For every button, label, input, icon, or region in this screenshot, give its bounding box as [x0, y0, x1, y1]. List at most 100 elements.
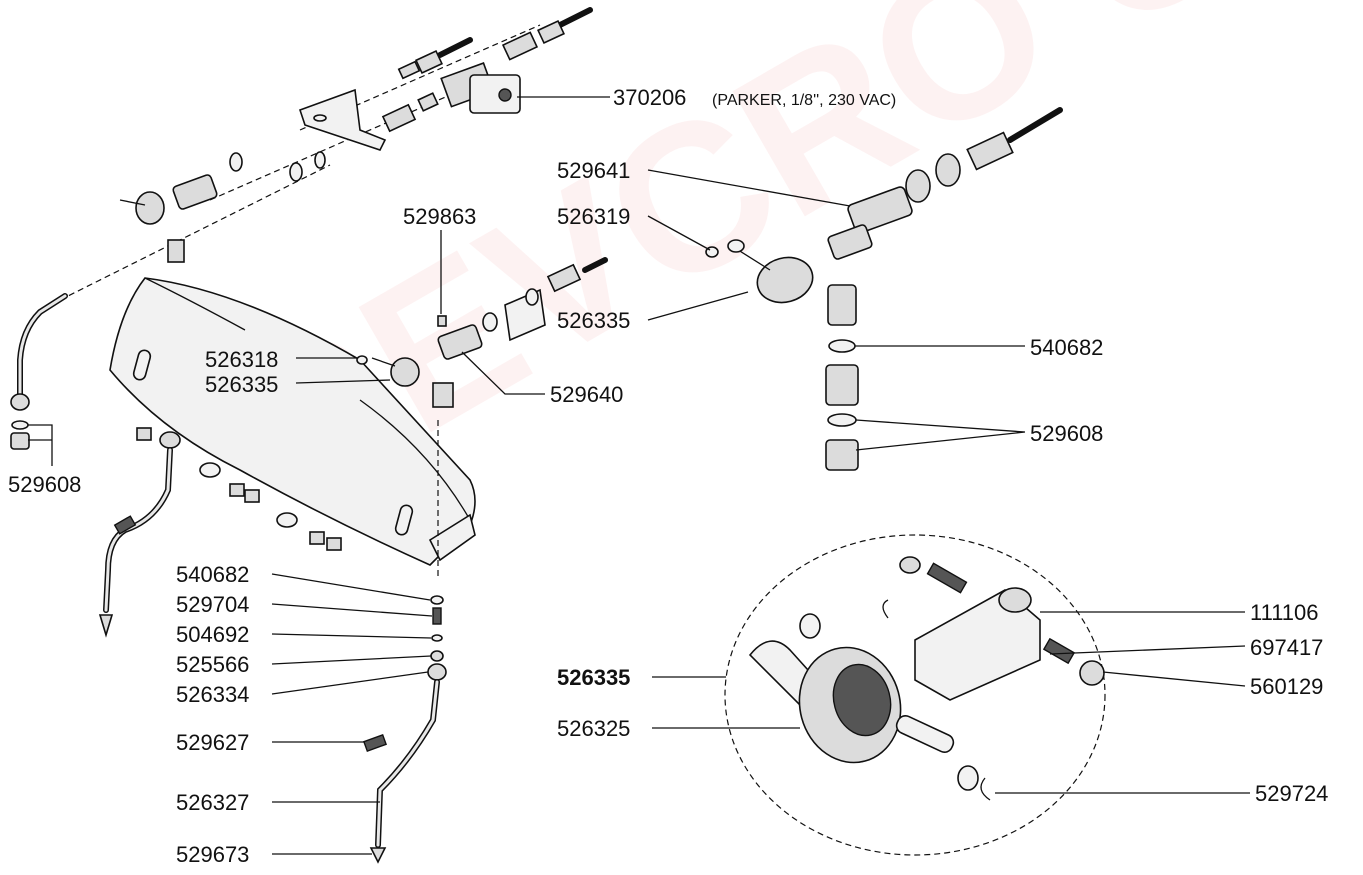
leader-lines: [28, 96, 1250, 855]
label-111106: 111106: [1250, 600, 1319, 625]
part-labels: 370206 (PARKER, 1/8'', 230 VAC) 529641 5…: [8, 85, 1328, 867]
label-540682-right: 540682: [1030, 335, 1103, 360]
label-529724: 529724: [1255, 781, 1328, 806]
leader-697417: [1049, 645, 1246, 655]
label-529608-left: 529608: [8, 472, 81, 497]
label-526335-right: 526335: [557, 308, 630, 333]
washer-540682-right: [828, 339, 856, 353]
nut-top-1: [397, 60, 421, 80]
grommet-b: [276, 512, 298, 528]
nut-top-6: [417, 92, 439, 112]
leader-529608-left: [28, 424, 53, 466]
fitting-top-3: [501, 31, 539, 61]
cover-slot-left: [132, 349, 152, 381]
detail-spring-697417: [1042, 637, 1076, 665]
nut-center-top: [546, 263, 582, 293]
cover-slot-right: [394, 504, 414, 536]
grip-left-lower: [113, 515, 137, 535]
detail-cap-top: [899, 556, 921, 574]
grommet-a: [199, 462, 221, 478]
label-529673: 529673: [176, 842, 249, 867]
label-526335-detail: 526335: [557, 665, 630, 690]
cover-panel-icon: [109, 277, 476, 566]
wand-526327: [375, 679, 440, 848]
grip-529627: [362, 733, 388, 753]
label-697417: 697417: [1250, 635, 1323, 660]
spring-529704: [432, 607, 442, 625]
detail-washer-top: [799, 613, 821, 639]
washer-right-2: [905, 169, 931, 203]
nut-right-lower: [825, 364, 859, 406]
nut-c: [244, 489, 260, 503]
nut-d: [309, 531, 325, 545]
leader-529640: [461, 351, 545, 395]
cover-body: [109, 277, 476, 566]
leader-526335-right: [647, 291, 749, 321]
leader-526335-left: [295, 379, 391, 384]
wand-left-lower-top: [159, 431, 181, 449]
label-526318: 526318: [205, 347, 278, 372]
label-526325: 526325: [557, 716, 630, 741]
fitting-top-5: [381, 103, 417, 133]
leader-526334: [271, 671, 429, 695]
tap-body-left: [172, 174, 218, 210]
nut-e: [326, 537, 342, 551]
wand-left-lower: [103, 447, 173, 613]
leader-529704: [271, 603, 433, 617]
detail-knob-face: [832, 663, 892, 737]
cover-edge-inner: [359, 399, 471, 521]
detail-clip-529724: [980, 777, 991, 801]
washer-526318: [356, 355, 368, 365]
label-529863: 529863: [403, 204, 476, 229]
label-529608-right: 529608: [1030, 421, 1103, 446]
wand-tip-left: [10, 393, 30, 411]
detail-clip-top: [882, 599, 889, 619]
lever-ball-right: [727, 239, 745, 253]
axis-line-mid: [209, 94, 451, 201]
label-526319: 526319: [557, 204, 630, 229]
tube-top-right-1: [557, 7, 593, 28]
washer-top-3: [289, 162, 303, 182]
valve-coil: [469, 74, 521, 114]
washer-504692: [431, 634, 443, 642]
washer-center-2: [525, 288, 539, 306]
tap-knob-left: [135, 191, 165, 225]
cover-edge-top: [144, 277, 246, 331]
coupling-right: [827, 284, 857, 326]
label-540682-bottom: 540682: [176, 562, 249, 587]
detail-washer-bottom: [957, 765, 979, 791]
cover-tab: [428, 513, 476, 562]
washer-top-2: [229, 152, 243, 172]
valve-terminal: [498, 88, 512, 102]
leader-529641: [647, 169, 851, 207]
detail-pin: [895, 714, 955, 754]
label-504692: 504692: [176, 622, 249, 647]
center-tap: [356, 257, 608, 580]
nut-top-2: [415, 49, 443, 75]
cover-hardware: [136, 427, 342, 551]
detail-ellipse: [724, 534, 1106, 856]
nut-a: [136, 427, 152, 441]
detail-nut-560129: [1079, 660, 1105, 686]
tap-lever-left: [119, 199, 146, 206]
label-526334: 526334: [176, 682, 249, 707]
ball-525566: [430, 650, 444, 662]
wand-526327-inner: [376, 680, 439, 847]
bracket-top: [298, 88, 387, 151]
leader-529608-right: [855, 419, 1026, 451]
steam-tap-icon: [119, 174, 218, 263]
label-529627: 529627: [176, 730, 249, 755]
wand-tube-left-inner: [18, 294, 67, 397]
solenoid-valve-icon: [440, 62, 521, 114]
tube-center-top: [582, 257, 608, 273]
right-assembly: [705, 107, 1063, 471]
washer-right-1: [935, 153, 961, 187]
leader-526319: [647, 215, 711, 251]
washer-529608-right: [827, 413, 857, 427]
coupling-center: [432, 382, 454, 408]
bracket-slot: [313, 114, 327, 122]
leader-525566: [271, 655, 432, 665]
tap-knob-icon: [748, 556, 1105, 801]
